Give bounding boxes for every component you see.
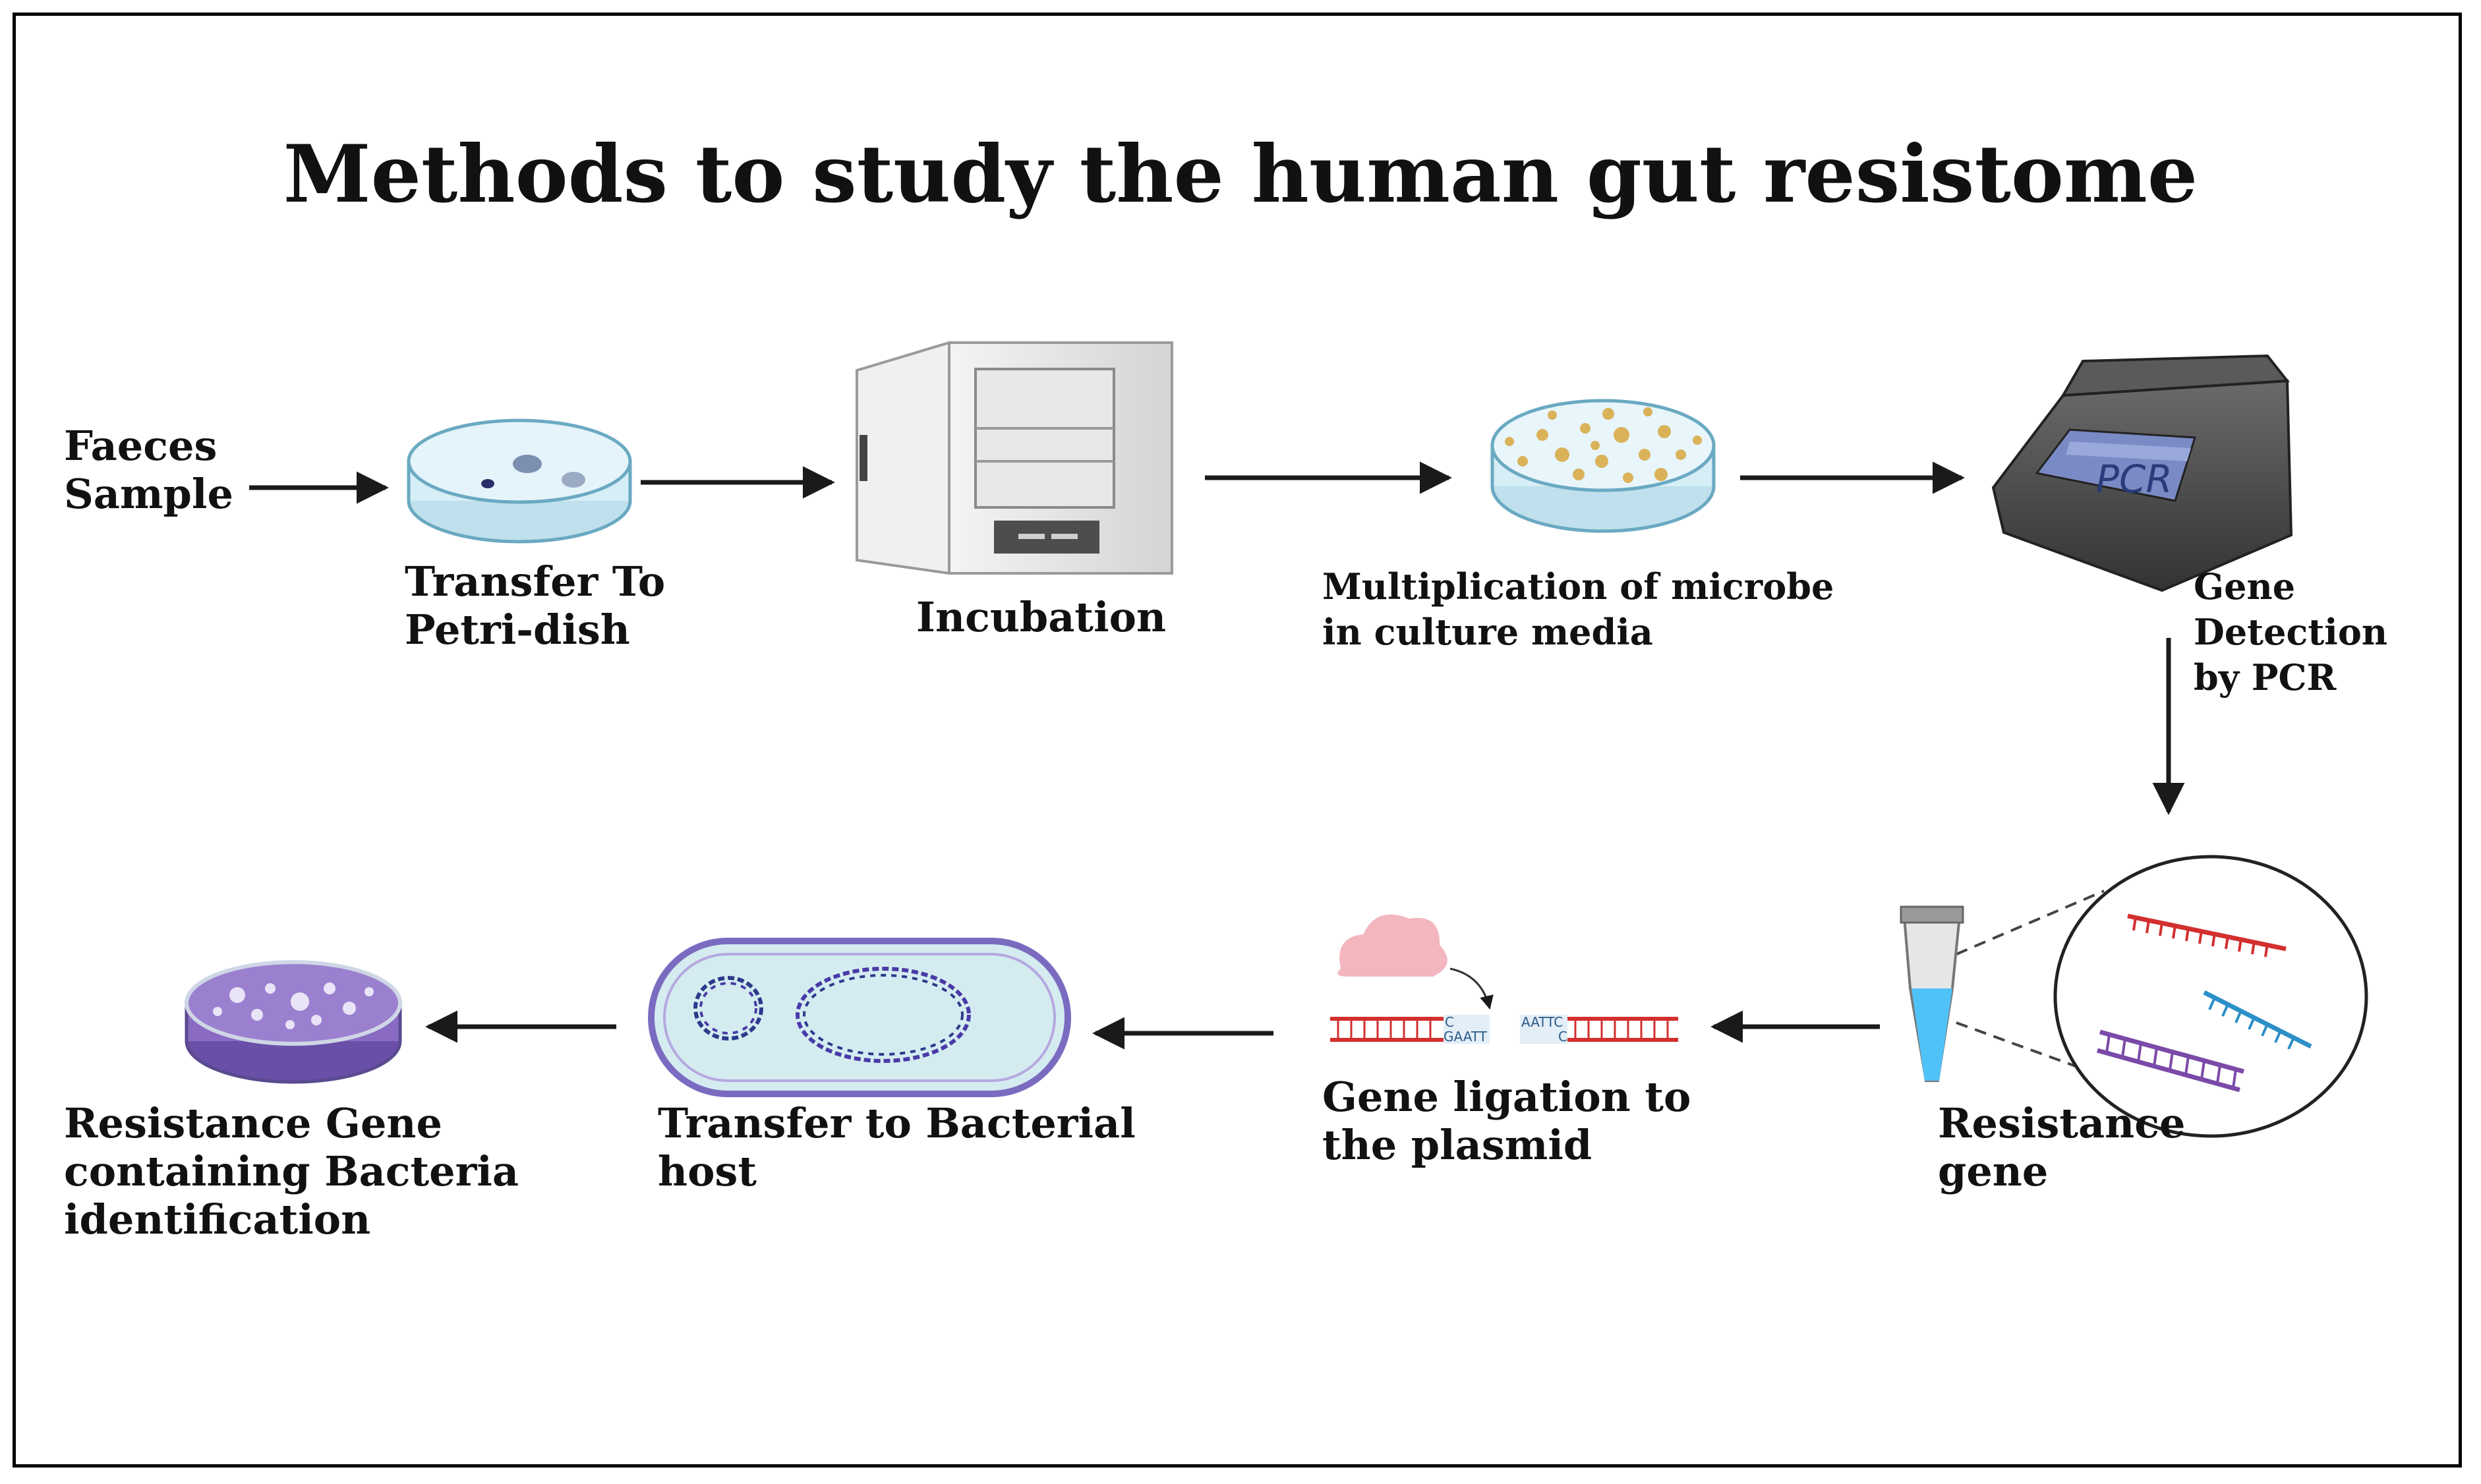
sticky-end-right-top: AATTC	[1521, 1014, 1563, 1030]
resistance-gene-icon	[1900, 855, 2368, 1138]
label-faeces-sample: Faeces Sample	[64, 422, 233, 519]
sticky-end-right-bottom: C	[1558, 1029, 1567, 1044]
incubator-icon	[856, 341, 1173, 575]
culture-petri-dish-icon	[1490, 399, 1716, 533]
sticky-end-left-bottom: GAATT	[1444, 1029, 1488, 1044]
pcr-screen-label: PCR	[2096, 457, 2173, 501]
label-transfer-bacterial: Transfer to Bacterial host	[658, 1099, 1136, 1196]
identification-petri-dish-icon	[185, 960, 402, 1084]
label-incubation: Incubation	[916, 593, 1167, 641]
label-identification: Resistance Gene containing Bacteria iden…	[64, 1099, 519, 1244]
figure-border	[13, 13, 2462, 1468]
label-multiplication: Multiplication of microbe in culture med…	[1322, 565, 1834, 654]
diagram-title: Methods to study the human gut resistome	[283, 128, 2198, 221]
label-transfer-petri: Transfer To Petri-dish	[405, 557, 666, 654]
label-gene-detection: Gene Detection by PCR	[2194, 565, 2388, 699]
bacterial-host-icon	[648, 938, 1071, 1097]
label-resistance-gene: Resistance gene	[1938, 1099, 2186, 1196]
gene-ligation-icon: C GAATT AATTC C	[1330, 914, 1678, 1044]
pcr-machine-icon: PCR	[1991, 354, 2293, 592]
sticky-end-left-top: C	[1445, 1014, 1454, 1030]
petri-dish-icon	[407, 418, 632, 544]
label-gene-ligation: Gene ligation to the plasmid	[1322, 1073, 1691, 1170]
